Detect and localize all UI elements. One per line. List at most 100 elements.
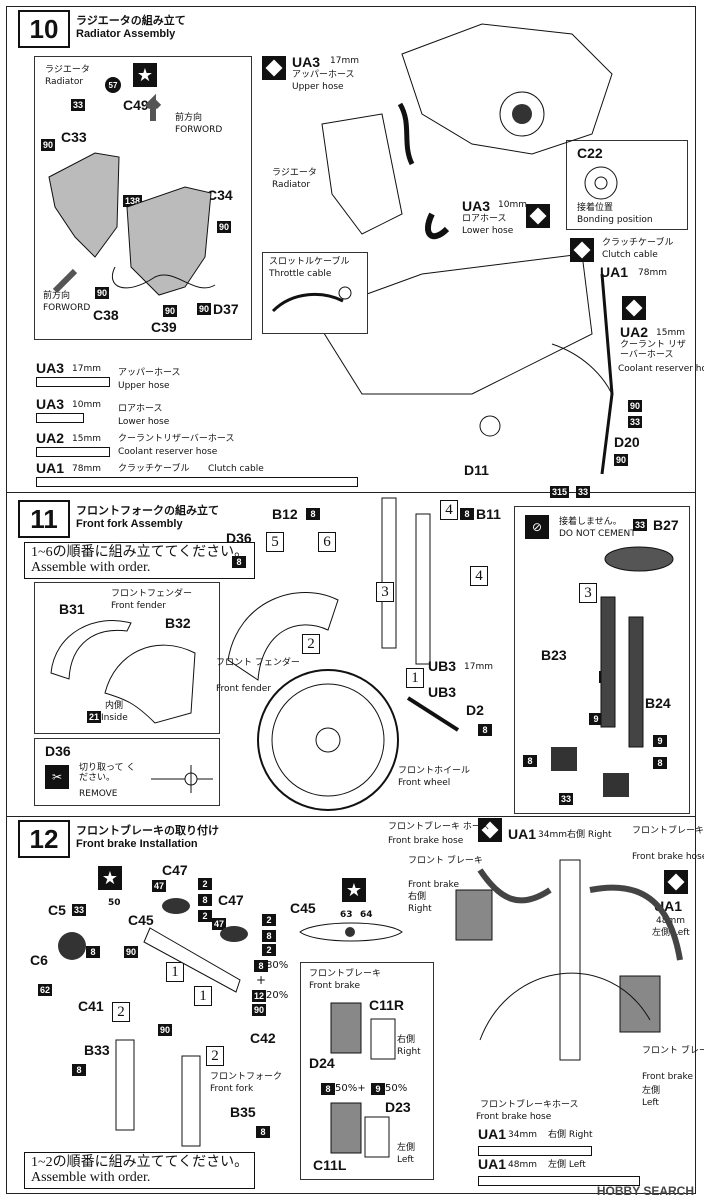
part-c45b: C45 (290, 900, 316, 916)
part-b27: B27 (653, 517, 679, 533)
brake-left-side-jp: 左側 (642, 1086, 661, 1096)
ua3-lower-en: Lower hose (462, 226, 514, 236)
ub3-len: 17mm (464, 662, 493, 672)
pct-80: 80% (266, 960, 289, 971)
part-c42: C42 (250, 1030, 276, 1046)
star-icon: ★ (342, 878, 366, 902)
part-c22: C22 (577, 145, 603, 161)
note12-en: Assemble with order. (31, 1170, 151, 1186)
clutch-cable-jp: クラッチケーブル (602, 238, 674, 248)
ua2-jp: クーラント リザーバーホース (620, 340, 686, 361)
part-tag-2: 2 (198, 878, 212, 890)
part-c45: C45 (128, 912, 154, 928)
ua1-list-code-1: UA1 (478, 1156, 507, 1172)
brake-right-side-en: Right (408, 904, 432, 914)
part-tag-63: 63 (340, 910, 353, 920)
part-tag-90: 90 (614, 454, 629, 466)
order-1: 1 (166, 962, 184, 982)
front-wheel-jp: フロントホイール (398, 766, 471, 776)
part-c5: C5 (48, 902, 66, 918)
diamond-icon (526, 204, 550, 228)
part-tag-90: 90 (41, 139, 56, 151)
diamond-icon (570, 238, 594, 262)
part-tag-8: 8 (86, 946, 100, 958)
ua3-upper-len: 17mm (330, 56, 359, 66)
pct-20: 20% (266, 990, 289, 1001)
forword-label-jp: 前方向 (175, 113, 203, 123)
part-tag-8: 8 (306, 508, 320, 520)
part-tag-90: 90 (124, 946, 139, 958)
remove-en: REMOVE (79, 789, 118, 799)
remove-jp: 切り取って ください。 (79, 763, 136, 784)
step12-title-jp: フロントブレーキの取り付け (76, 824, 219, 837)
bonding-en: Bonding position (577, 215, 653, 225)
brake-caliper-illustration (58, 898, 248, 1147)
part-tag-62: 62 (38, 984, 53, 996)
assembly-order-note-12: 1~2の順番に組み立ててください。 Assemble with order. (24, 1152, 256, 1189)
diamond-icon (622, 296, 646, 320)
hose-list-len-0: 17mm (72, 364, 101, 374)
step-number-11: 11 (18, 500, 70, 538)
forword2-label-jp: 前方向 (43, 291, 71, 301)
hose-list-en-1: Lower hose (118, 417, 170, 427)
diamond-icon (664, 870, 688, 894)
throttle-cable-box: スロットルケーブル Throttle cable (262, 252, 368, 334)
order-3b: 3 (579, 583, 597, 603)
hose-caption-jp: フロントブレーキホース (480, 1100, 579, 1110)
part-tag-90: 90 (628, 400, 643, 412)
mix-50-plus: 50%+ (335, 1083, 366, 1094)
brake-left-side-en: Left (642, 1098, 659, 1108)
front-fork-illustration (227, 497, 460, 811)
cut-icon: ✂ (45, 765, 69, 789)
brake-right-jp: フロント ブレーキ (408, 856, 483, 866)
part-tag-2: 2 (198, 910, 212, 922)
part-tag-33: 33 (72, 904, 87, 916)
step-number-12: 12 (18, 820, 70, 858)
hose-list-len-3: 78mm (72, 464, 101, 474)
throttle-jp: スロットルケーブル (269, 257, 350, 267)
part-tag-12-mix: 12 (252, 990, 267, 1002)
part-tag-2: 2 (262, 944, 276, 956)
part-tag-47: 47 (152, 880, 167, 892)
hose-list-code-3: UA1 (36, 460, 65, 476)
hose-list-code-1: UA3 (36, 396, 65, 412)
order-4: 4 (440, 500, 458, 520)
fb-box-en: Front brake (309, 981, 360, 991)
order-2: 2 (112, 1002, 130, 1022)
part-tag-8: 8 (460, 508, 474, 520)
part-tag-8: 8 (198, 894, 212, 906)
order-1: 1 (406, 668, 424, 688)
part-tag-90: 90 (158, 1024, 173, 1036)
bonding-jp: 接着位置 (577, 203, 614, 213)
part-d20: D20 (614, 434, 640, 450)
ua3-lower-code: UA3 (462, 198, 491, 214)
ua3-lower-jp: ロアホース (462, 214, 507, 224)
hose-list-en-2: Coolant reserver hose (118, 447, 218, 457)
hose-list-jp-3: クラッチケーブル (118, 464, 190, 474)
no-cement-icon: ⊘ (525, 515, 549, 539)
hose-template-3 (36, 477, 358, 487)
part-tag-90: 90 (217, 221, 232, 233)
ua1-len: 78mm (638, 268, 667, 278)
part-c47b: C47 (218, 892, 244, 908)
ua1-list-len-1: 48mm (508, 1160, 537, 1170)
plus-sign: + (256, 973, 267, 987)
ua1-code: UA1 (600, 264, 629, 280)
part-tag-33: 33 (559, 793, 574, 805)
part-tag-33: 33 (576, 486, 591, 498)
part-d36: D36 (226, 530, 252, 546)
part-tag-2: 2 (262, 914, 276, 926)
hose-template-0 (36, 377, 110, 387)
fender-illustration (50, 619, 196, 724)
part-c11l: C11L (313, 1157, 347, 1173)
part-tag-8: 8 (523, 755, 537, 767)
part-b12: B12 (272, 506, 298, 522)
step11-title-en: Front fork Assembly (76, 518, 183, 530)
part-b24: B24 (645, 695, 671, 711)
mix-50: 50% (385, 1083, 408, 1094)
part-ub3b: UB3 (428, 684, 457, 700)
caliper-pair (330, 1002, 396, 1158)
part-tag-8: 8 (232, 556, 246, 568)
part-tag-9: 9 (653, 735, 667, 747)
fb-box-jp: フロントブレーキ (309, 969, 382, 979)
